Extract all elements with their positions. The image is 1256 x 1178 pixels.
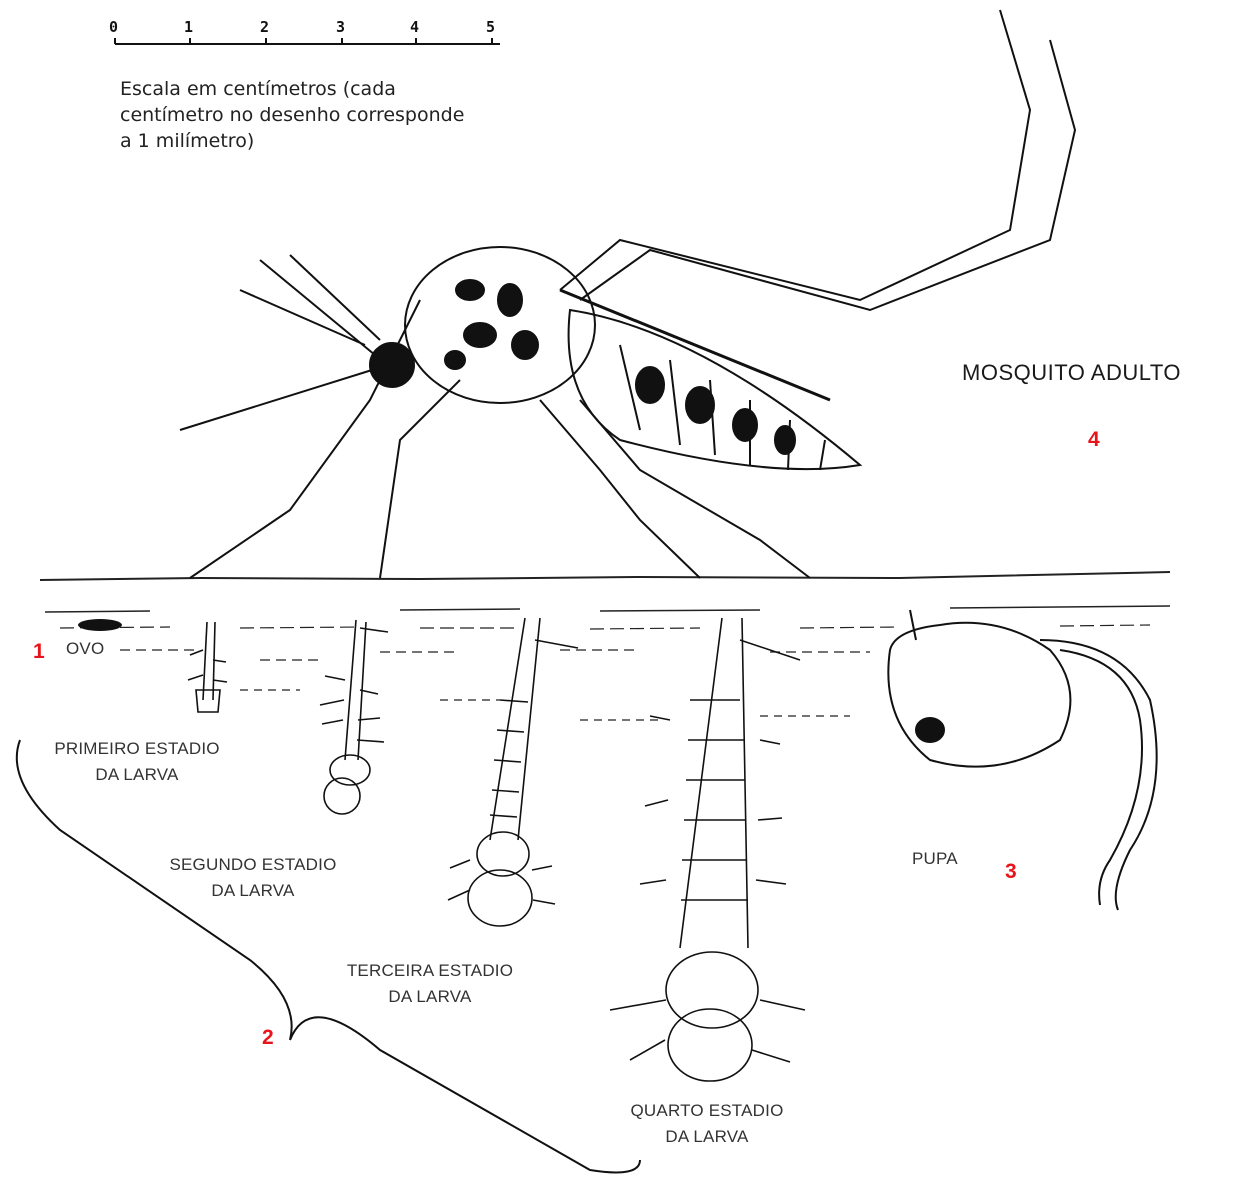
marker-adult: 4 <box>1088 428 1100 452</box>
larva2-label: SEGUNDO ESTADIO DA LARVA <box>138 852 368 904</box>
adult-label: MOSQUITO ADULTO <box>962 360 1181 386</box>
larva4-label-line1: QUARTO ESTADIO <box>592 1098 822 1124</box>
larva-second-instar <box>320 620 388 814</box>
larva-first-instar <box>188 622 227 712</box>
larva2-label-line1: SEGUNDO ESTADIO <box>138 852 368 878</box>
larva-brace <box>17 740 640 1172</box>
larva3-label: TERCEIRA ESTADIO DA LARVA <box>315 958 545 1010</box>
larva1-label-line1: PRIMEIRO ESTADIO <box>22 736 252 762</box>
scale-tick-0: 0 <box>109 18 118 36</box>
larva-third-instar <box>448 618 578 926</box>
egg-shape <box>78 619 122 631</box>
scale-tick-3: 3 <box>336 18 345 36</box>
larva3-label-line2: DA LARVA <box>315 984 545 1010</box>
larva2-label-line2: DA LARVA <box>138 878 368 904</box>
larva4-label: QUARTO ESTADIO DA LARVA <box>592 1098 822 1150</box>
scale-tick-1: 1 <box>184 18 193 36</box>
larva1-label-line2: DA LARVA <box>22 762 252 788</box>
marker-egg: 1 <box>33 640 45 664</box>
marker-pupa: 3 <box>1005 860 1017 884</box>
scale-tick-5: 5 <box>486 18 495 36</box>
scale-tick-2: 2 <box>260 18 269 36</box>
larva3-label-line1: TERCEIRA ESTADIO <box>315 958 545 984</box>
scale-bar <box>115 38 500 44</box>
pupa-label: PUPA <box>912 846 958 872</box>
larva1-label: PRIMEIRO ESTADIO DA LARVA <box>22 736 252 788</box>
scale-caption: Escala em centímetros (cada centímetro n… <box>120 76 480 154</box>
marker-larva: 2 <box>262 1026 274 1050</box>
scale-tick-4: 4 <box>410 18 419 36</box>
larva4-label-line2: DA LARVA <box>592 1124 822 1150</box>
egg-label: OVO <box>66 636 104 662</box>
larva-fourth-instar <box>610 618 805 1081</box>
water-surface <box>40 572 1170 720</box>
